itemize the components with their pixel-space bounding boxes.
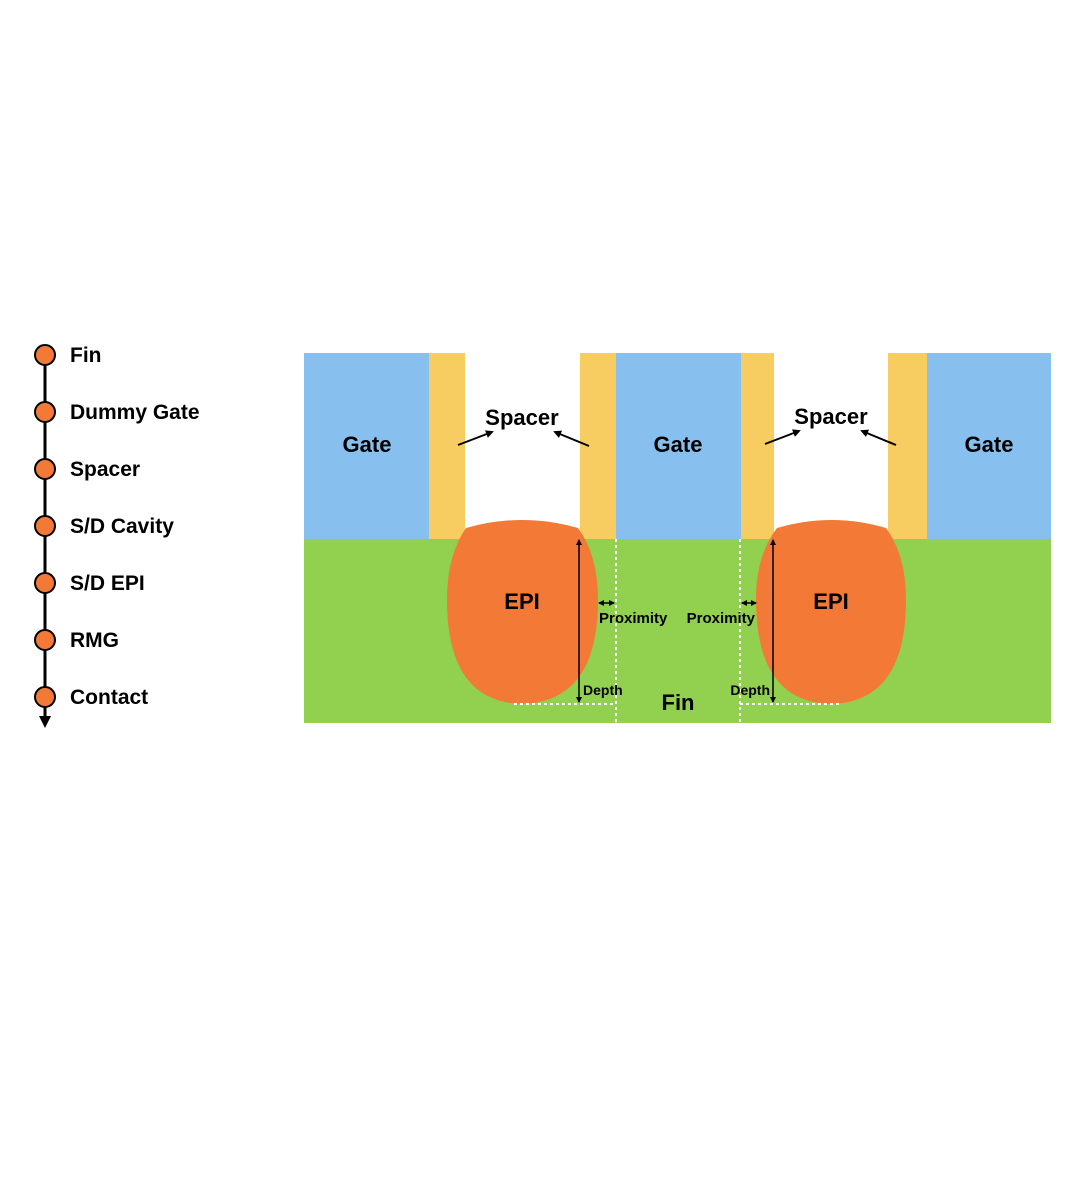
step-marker-icon [34,515,56,537]
spacer-label-right: Spacer [794,404,868,429]
step-label: Fin [70,344,102,367]
epi-right [756,520,906,704]
spacer-pointer-1 [457,430,494,446]
process-step: RMG [34,629,119,652]
spacer-label-left: Spacer [485,405,559,430]
process-step: Contact [34,686,148,709]
gate-label-left: Gate [343,432,392,457]
fin-label: Fin [662,690,695,715]
process-step: S/D Cavity [34,515,174,538]
cross-section: Gate Gate Gate Spacer Spacer EPI EPI Fin… [304,353,1051,723]
step-label: Contact [70,686,148,709]
spacer-4 [888,353,927,539]
gate-left [304,353,429,539]
step-marker-icon [34,401,56,423]
step-label: Spacer [70,458,140,481]
spacer-pointer-2 [553,430,590,447]
epi-label-left: EPI [504,589,539,614]
depth-label-right: Depth [730,682,770,698]
step-label: S/D Cavity [70,515,174,538]
process-step: Dummy Gate [34,401,200,424]
process-step: Spacer [34,458,140,481]
spacer-1 [429,353,465,539]
process-step: S/D EPI [34,572,145,595]
proximity-label-left: Proximity [599,610,668,627]
spacer-pointer-4 [860,429,897,446]
proximity-label-right: Proximity [687,610,756,627]
spacer-pointer-3 [764,429,801,445]
step-marker-icon [34,629,56,651]
process-step: Fin [34,344,102,367]
gate-label-middle: Gate [654,432,703,457]
reference-lines [514,539,840,723]
step-label: Dummy Gate [70,401,200,424]
step-marker-icon [34,344,56,366]
step-marker-icon [34,686,56,708]
gate-right [927,353,1051,539]
epi-label-right: EPI [813,589,848,614]
gate-label-right: Gate [965,432,1014,457]
depth-label-left: Depth [583,682,623,698]
spacer-3 [741,353,774,539]
spacer-2 [580,353,616,539]
step-label: RMG [70,629,119,652]
timeline-arrowhead [39,716,51,728]
fin-region [304,538,1051,723]
epi-left [447,520,598,704]
step-marker-icon [34,572,56,594]
step-label: S/D EPI [70,572,145,595]
gate-middle [616,353,741,539]
step-marker-icon [34,458,56,480]
